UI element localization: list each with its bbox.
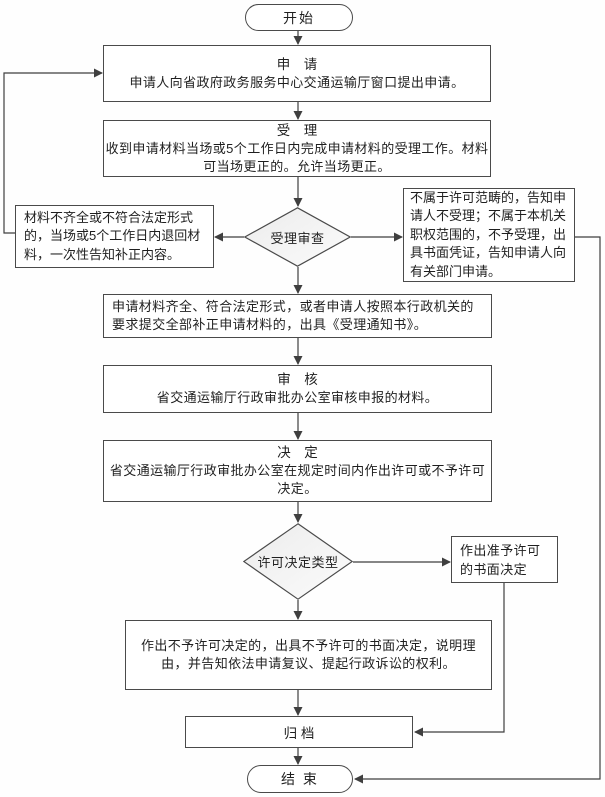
deny-decision-box: 作出不予许可决定的，出具不予许可的书面决定，说明理由，并告知依法申请复议、提起行… bbox=[125, 620, 492, 690]
materials-complete-box: 申请材料齐全、符合法定形式，或者申请人按照本行政机关的要求提交全部补正申请材料的… bbox=[103, 294, 492, 338]
materials-complete-text: 申请材料齐全、符合法定形式，或者申请人按照本行政机关的要求提交全部补正申请材料的… bbox=[112, 299, 474, 332]
connector-incomplete-apply bbox=[3, 68, 103, 234]
decide-body: 省交通运输厅行政审批办公室在规定时间内作出许可或不予许可决定。 bbox=[109, 463, 486, 496]
audit-title: 审 核 bbox=[277, 372, 318, 387]
archive-step: 归 档 bbox=[185, 716, 413, 748]
deny-decision-text: 作出不予许可决定的，出具不予许可的书面决定，说明理由，并告知依法申请复议、提起行… bbox=[140, 638, 476, 671]
connector-approve-archive bbox=[414, 583, 505, 737]
accept-step: 受 理 收到申请材料当场或5个工作日内完成申请材料的受理工作。材料可当场更正的。… bbox=[103, 120, 491, 177]
accept-title: 受 理 bbox=[276, 122, 318, 138]
incomplete-materials-text: 材料不齐全或不符合法定形式的，当场或5个工作日内退回材料，一次性告知补正内容。 bbox=[24, 209, 201, 262]
decide-title: 决 定 bbox=[277, 445, 318, 460]
audit-body: 省交通运输厅行政审批办公室审核申报的材料。 bbox=[156, 390, 439, 405]
not-in-scope-box: 不属于许可范畴的，告知申请人不受理；不属于本机关职权范围的，不予受理，出具书面凭… bbox=[403, 188, 575, 282]
incomplete-materials-box: 材料不齐全或不符合法定形式的，当场或5个工作日内退回材料，一次性告知补正内容。 bbox=[15, 205, 214, 268]
accept-body: 收到申请材料当场或5个工作日内完成申请材料的受理工作。材料可当场更正的。允许当场… bbox=[105, 140, 489, 174]
license-type-label: 许可决定类型 bbox=[257, 555, 339, 570]
audit-step: 审 核 省交通运输厅行政审批办公室审核申报的材料。 bbox=[103, 365, 492, 413]
approve-decision-text: 作出准予许可的书面决定 bbox=[460, 542, 541, 577]
start-node: 开始 bbox=[245, 4, 353, 31]
end-node: 结 束 bbox=[247, 765, 353, 793]
apply-body: 申请人向省政府政务服务中心交通运输厅窗口提出申请。 bbox=[129, 74, 465, 90]
license-type-diamond: 许可决定类型 bbox=[243, 523, 353, 600]
review-check-diamond: 受理审查 bbox=[244, 207, 351, 267]
apply-title: 申 请 bbox=[276, 56, 318, 72]
decide-step: 决 定 省交通运输厅行政审批办公室在规定时间内作出许可或不予许可决定。 bbox=[103, 440, 492, 502]
start-label: 开始 bbox=[283, 9, 315, 26]
review-check-label: 受理审查 bbox=[270, 230, 325, 246]
apply-step: 申 请 申请人向省政府政务服务中心交通运输厅窗口提出申请。 bbox=[103, 45, 491, 102]
approve-decision-box: 作出准予许可的书面决定 bbox=[451, 536, 558, 583]
end-label: 结 束 bbox=[281, 771, 319, 787]
archive-label: 归 档 bbox=[283, 726, 315, 741]
diamond-shape bbox=[244, 207, 351, 267]
not-in-scope-text: 不属于许可范畴的，告知申请人不受理；不属于本机关职权范围的，不予受理，出具书面凭… bbox=[410, 189, 567, 279]
diamond-shape bbox=[243, 523, 353, 600]
connector-noscope-end bbox=[354, 236, 601, 784]
